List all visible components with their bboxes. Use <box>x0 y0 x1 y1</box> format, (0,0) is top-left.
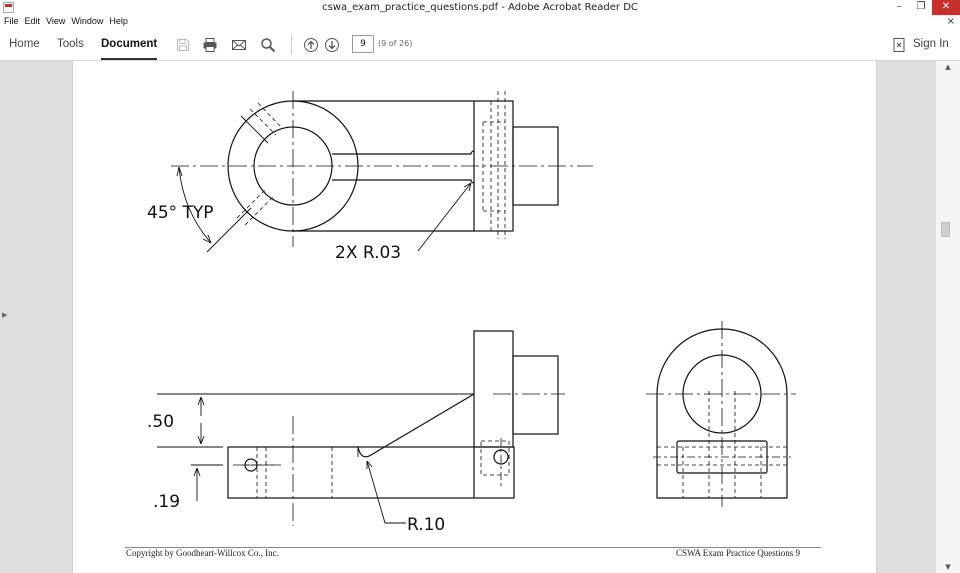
pdf-page: 45° TYP 2X R.03 <box>72 61 877 573</box>
close-button[interactable]: ✕ <box>932 0 960 15</box>
toolbar-separator <box>291 35 292 54</box>
top-view: 45° TYP 2X R.03 <box>147 91 593 263</box>
menu-file[interactable]: File <box>4 16 19 26</box>
menu-bar: File Edit View Window Help × <box>0 15 960 28</box>
search-icon[interactable] <box>260 37 276 53</box>
window-controls: – ❐ ✕ <box>888 0 960 15</box>
prev-page-icon[interactable] <box>303 37 319 53</box>
footer-page-title: CSWA Exam Practice Questions 9 <box>676 548 800 558</box>
scrollbar-thumb[interactable] <box>941 222 950 237</box>
page-count: (9 of 26) <box>378 39 413 48</box>
close-document-button[interactable]: × <box>946 16 955 27</box>
scroll-down-icon[interactable]: ▼ <box>945 563 951 571</box>
acrobat-app-icon <box>3 2 14 13</box>
document-viewport: ▶ ◀ <box>0 61 960 573</box>
footer-copyright: Copyright by Goodheart-Willcox Co., Inc. <box>126 548 279 558</box>
restore-button[interactable]: ❐ <box>916 1 926 12</box>
menu-help[interactable]: Help <box>109 16 128 26</box>
base-dimension-label: .19 <box>153 492 180 512</box>
technical-drawing: 45° TYP 2X R.03 <box>147 91 796 535</box>
email-icon[interactable] <box>231 37 247 53</box>
tab-tools[interactable]: Tools <box>57 38 84 50</box>
page-number-input[interactable]: 9 <box>352 35 374 53</box>
minimize-button[interactable]: – <box>896 1 902 12</box>
height-dimension-label: .50 <box>147 412 174 432</box>
window-title: cswa_exam_practice_questions.pdf - Adobe… <box>322 2 638 13</box>
print-icon[interactable] <box>202 37 218 53</box>
fillet-top-label: 2X R.03 <box>335 243 401 263</box>
sign-in-button[interactable]: Sign In <box>913 38 949 50</box>
tab-home[interactable]: Home <box>9 38 40 50</box>
save-icon[interactable] <box>175 37 191 53</box>
footer-rule <box>125 547 821 548</box>
front-view: .50 .19 R.10 <box>147 330 565 535</box>
tab-document[interactable]: Document <box>101 28 158 60</box>
title-bar: cswa_exam_practice_questions.pdf - Adobe… <box>0 0 960 15</box>
vertical-scrollbar[interactable]: ▲ ▼ <box>936 61 960 573</box>
menu-view[interactable]: View <box>46 16 66 26</box>
fillet-front-label: R.10 <box>407 515 445 535</box>
menu-edit[interactable]: Edit <box>24 16 41 26</box>
left-panel-toggle-icon[interactable]: ▶ <box>2 311 8 319</box>
angle-dimension-label: 45° TYP <box>147 203 214 223</box>
share-icon[interactable] <box>891 37 907 53</box>
toolbar: Home Tools Document 9 <box>0 28 960 61</box>
next-page-icon[interactable] <box>324 37 340 53</box>
scroll-up-icon[interactable]: ▲ <box>945 63 951 71</box>
menu-window[interactable]: Window <box>71 16 104 26</box>
side-view <box>646 321 796 507</box>
